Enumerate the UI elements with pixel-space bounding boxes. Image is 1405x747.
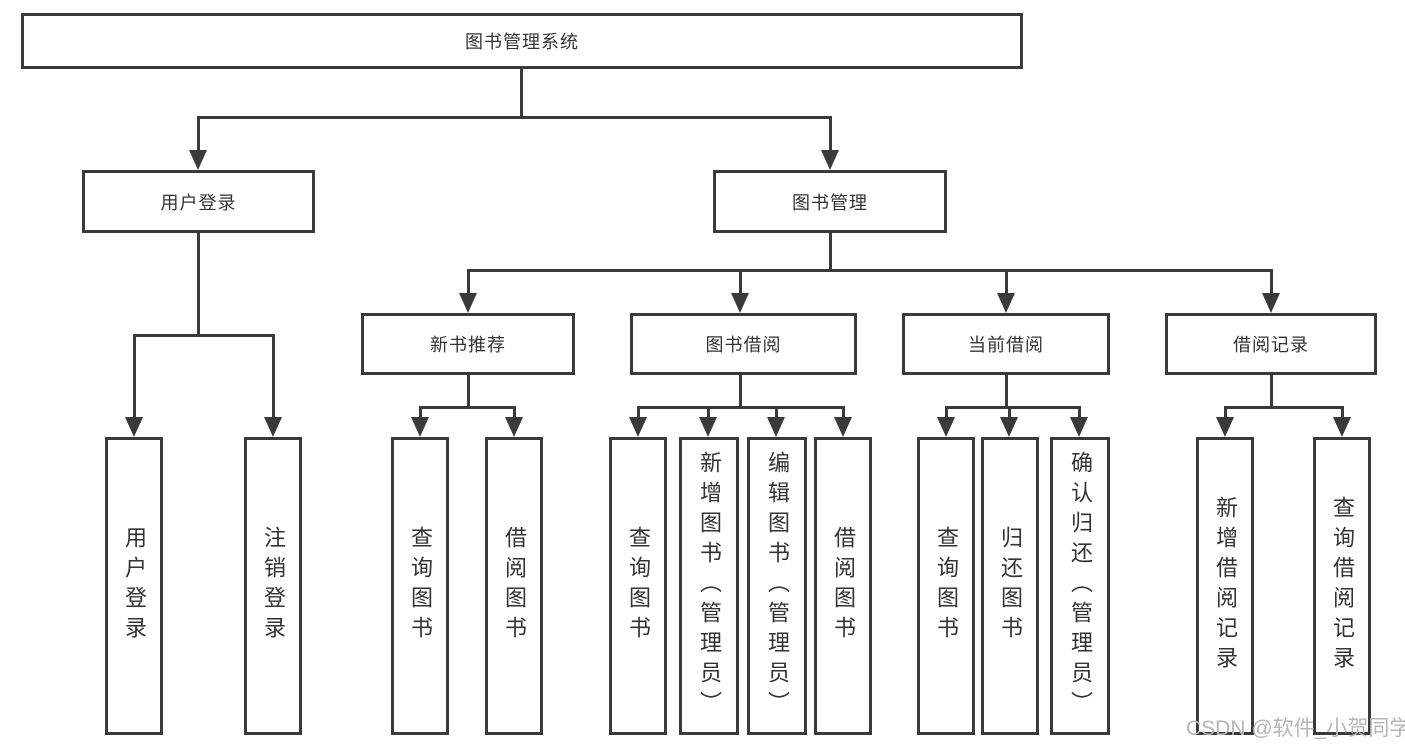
arrow-down-icon	[937, 417, 955, 437]
connector-line	[1078, 406, 1081, 422]
arrow-down-icon	[699, 417, 717, 437]
connector-line	[1224, 406, 1344, 409]
arrow-down-icon	[459, 293, 477, 313]
connector-line	[1224, 406, 1227, 422]
node-label: 注销登录	[261, 526, 286, 646]
connector-line	[467, 269, 1273, 272]
connector-line	[739, 269, 742, 296]
connector-line	[829, 231, 832, 272]
connector-line	[513, 406, 516, 422]
connector-line	[1005, 269, 1008, 296]
connector-line	[1270, 269, 1273, 296]
node-label: 用户登录	[160, 192, 237, 213]
arrow-down-icon	[997, 293, 1015, 313]
leaf-logout: 注销登录	[244, 437, 302, 735]
node-label: 新增图书（管理员）	[697, 451, 722, 721]
node-label: 图书管理	[792, 192, 868, 213]
connector-line	[197, 231, 200, 337]
arrow-down-icon	[505, 417, 523, 437]
arrow-down-icon	[125, 417, 143, 437]
connector-line	[739, 373, 742, 409]
connector-line	[419, 406, 422, 422]
node-label: 查询图书	[408, 526, 433, 646]
connector-line	[707, 406, 710, 422]
node-label: 新书推荐	[430, 335, 506, 355]
connector-line	[1005, 373, 1008, 409]
connector-line	[829, 116, 832, 153]
leaf-current-confirm-return-admin: 确认归还（管理员）	[1050, 437, 1110, 735]
connector-line	[775, 406, 778, 422]
connector-line	[272, 334, 275, 420]
arrow-down-icon	[411, 417, 429, 437]
arrow-down-icon	[1216, 417, 1234, 437]
connector-line	[133, 334, 275, 337]
node-label: 编辑图书（管理员）	[765, 451, 790, 721]
arrow-down-icon	[834, 417, 852, 437]
connector-line	[637, 406, 845, 409]
arrow-down-icon	[1262, 293, 1280, 313]
connector-line	[1270, 373, 1273, 409]
arrow-down-icon	[767, 417, 785, 437]
arrow-down-icon	[731, 293, 749, 313]
node-label: 借阅记录	[1233, 335, 1309, 355]
connector-line	[945, 406, 948, 422]
leaf-borrow-borrow-book: 借阅图书	[814, 437, 872, 735]
node-current-borrow: 当前借阅	[902, 313, 1110, 375]
node-label: 新增借阅记录	[1213, 496, 1238, 676]
leaf-user-login: 用户登录	[105, 437, 163, 735]
connector-line	[945, 406, 1081, 409]
connector-line	[637, 406, 640, 422]
node-label: 用户登录	[122, 526, 147, 646]
leaf-borrow-query-book: 查询图书	[609, 437, 667, 735]
arrow-down-icon	[629, 417, 647, 437]
csdn-watermark: CSDN @软件_小贺同学	[1186, 717, 1405, 740]
leaf-recommend-query-book: 查询图书	[391, 437, 449, 735]
leaf-current-query-book: 查询图书	[917, 437, 975, 735]
arrow-down-icon	[189, 150, 207, 170]
node-library-management-system: 图书管理系统	[21, 13, 1023, 69]
connector-line	[467, 269, 470, 296]
arrow-down-icon	[1333, 417, 1351, 437]
node-label: 归还图书	[998, 526, 1023, 646]
node-label: 图书借阅	[705, 335, 782, 355]
node-label: 借阅图书	[502, 526, 527, 646]
leaf-record-query-borrow-record: 查询借阅记录	[1313, 437, 1371, 735]
leaf-record-add-borrow-record: 新增借阅记录	[1196, 437, 1254, 735]
connector-line	[133, 334, 136, 420]
leaf-borrow-edit-book-admin: 编辑图书（管理员）	[747, 437, 807, 735]
node-label: 借阅图书	[831, 526, 856, 646]
arrow-down-icon	[821, 150, 839, 170]
node-label: 查询图书	[626, 526, 651, 646]
connector-line	[467, 373, 470, 409]
leaf-current-return-book: 归还图书	[981, 437, 1039, 735]
arrow-down-icon	[1070, 417, 1088, 437]
arrow-down-icon	[1000, 417, 1018, 437]
node-label: 确认归还（管理员）	[1068, 451, 1093, 721]
leaf-recommend-borrow-book: 借阅图书	[485, 437, 543, 735]
connector-line	[197, 116, 200, 153]
node-book-management: 图书管理	[713, 170, 947, 233]
connector-line	[520, 67, 523, 118]
node-label: 查询借阅记录	[1330, 496, 1355, 676]
connector-line	[197, 116, 832, 119]
connector-line	[1341, 406, 1344, 422]
node-new-book-recommend: 新书推荐	[361, 313, 575, 375]
connector-line	[842, 406, 845, 422]
leaf-borrow-add-book-admin: 新增图书（管理员）	[679, 437, 739, 735]
node-label: 查询图书	[934, 526, 959, 646]
arrow-down-icon	[264, 417, 282, 437]
node-borrow-record: 借阅记录	[1165, 313, 1377, 375]
connector-line	[419, 406, 516, 409]
node-label: 当前借阅	[968, 335, 1044, 355]
connector-line	[1008, 406, 1011, 422]
node-user-login: 用户登录	[82, 170, 315, 233]
node-label: 图书管理系统	[465, 32, 579, 52]
node-book-borrow: 图书借阅	[630, 313, 857, 375]
